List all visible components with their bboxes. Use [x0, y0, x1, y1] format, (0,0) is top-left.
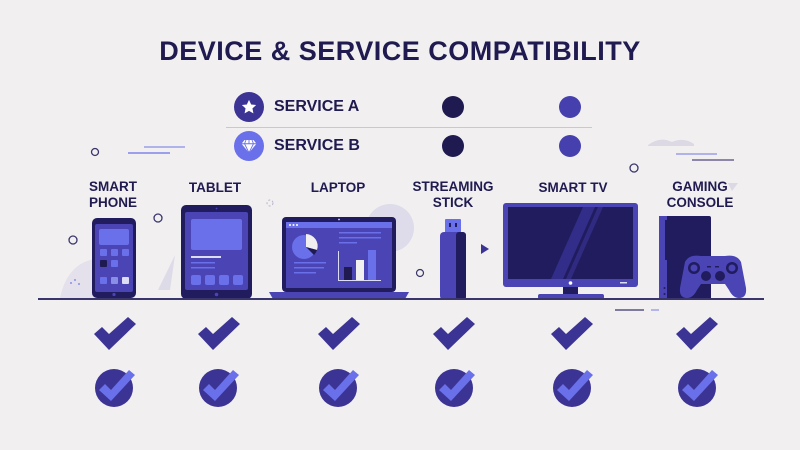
service-a-check-icon-gaming-console	[676, 317, 718, 350]
label-line-2: PHONE	[88, 195, 137, 210]
device-label-streaming-stick: STREAMING STICK	[398, 179, 508, 211]
device-label-tablet: TABLET	[160, 180, 270, 196]
label-line-1: GAMING	[672, 179, 728, 194]
gaming-console-icon	[659, 216, 747, 300]
service-a-dot-1	[442, 96, 464, 118]
smart-tv-icon	[503, 203, 638, 299]
service-a-label: SERVICE A	[274, 98, 360, 115]
service-b-dot-1	[442, 135, 464, 157]
star-icon	[234, 92, 264, 122]
service-a-check-icon-streaming-stick	[433, 317, 475, 350]
tablet-icon	[181, 205, 252, 299]
service-b-check-circle-icon-gaming-console	[678, 369, 718, 407]
service-b-check-circle-icon-smartphone	[95, 369, 135, 407]
label-line-2: STICK	[432, 195, 474, 210]
legend-divider	[226, 127, 592, 128]
label-line-1: LAPTOP	[310, 180, 366, 195]
label-line-1: SMART TV	[538, 180, 608, 195]
floor-line	[38, 298, 764, 300]
streaming-stick-icon	[440, 219, 466, 300]
service-b-label: SERVICE B	[274, 137, 360, 154]
label-line-1: STREAMING	[412, 179, 494, 194]
smartphone-icon	[92, 218, 136, 298]
device-label-smart-tv: SMART TV	[518, 180, 628, 196]
service-a-check-icon-laptop	[318, 317, 360, 350]
label-line-1: TABLET	[188, 180, 242, 195]
laptop-icon	[269, 217, 409, 299]
service-b-check-circle-icon-smart-tv	[553, 369, 593, 407]
service-a-check-icon-smartphone	[94, 317, 136, 350]
device-label-laptop: LAPTOP	[283, 180, 393, 196]
page-title: DEVICE & SERVICE COMPATIBILITY	[159, 36, 641, 66]
diamond-icon	[234, 131, 264, 161]
service-b-check-circle-icon-tablet	[199, 369, 239, 407]
label-line-1: SMART	[89, 179, 137, 194]
service-a-check-icon-tablet	[198, 317, 240, 350]
service-a-check-icon-smart-tv	[551, 317, 593, 350]
service-a-row: SERVICE A	[234, 90, 594, 124]
service-b-check-circle-icon-streaming-stick	[435, 369, 475, 407]
service-b-row: SERVICE B	[234, 129, 594, 163]
service-b-dot-2	[559, 135, 581, 157]
device-label-gaming-console: GAMING CONSOLE	[645, 179, 755, 211]
service-a-dot-2	[559, 96, 581, 118]
service-b-check-circle-icon-laptop	[319, 369, 359, 407]
device-label-smartphone: SMART PHONE	[58, 179, 168, 211]
label-line-2: CONSOLE	[666, 195, 734, 210]
